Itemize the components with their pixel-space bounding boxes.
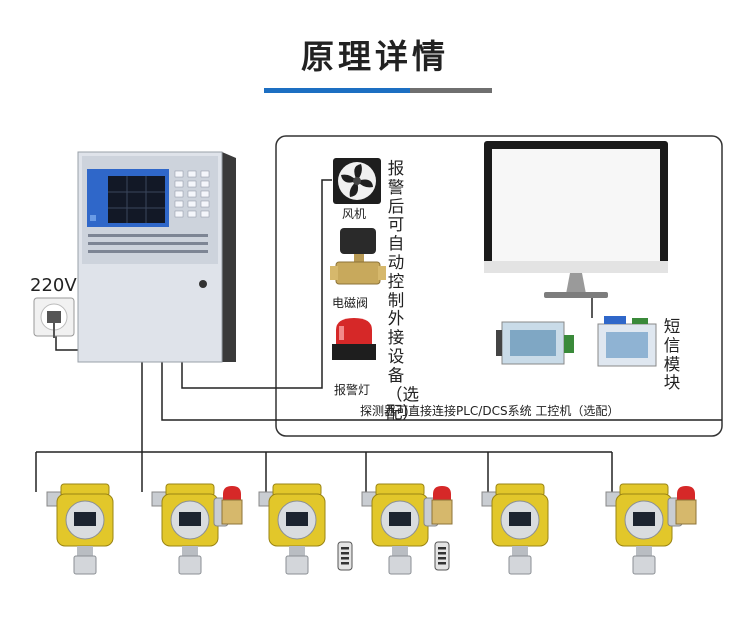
gas-detector bbox=[606, 484, 696, 574]
gas-detector bbox=[259, 484, 325, 574]
gas-detector bbox=[47, 484, 113, 574]
gas-detector bbox=[482, 484, 548, 574]
remote-control bbox=[338, 542, 352, 570]
remote-control bbox=[435, 542, 449, 570]
gas-detector bbox=[152, 484, 242, 574]
